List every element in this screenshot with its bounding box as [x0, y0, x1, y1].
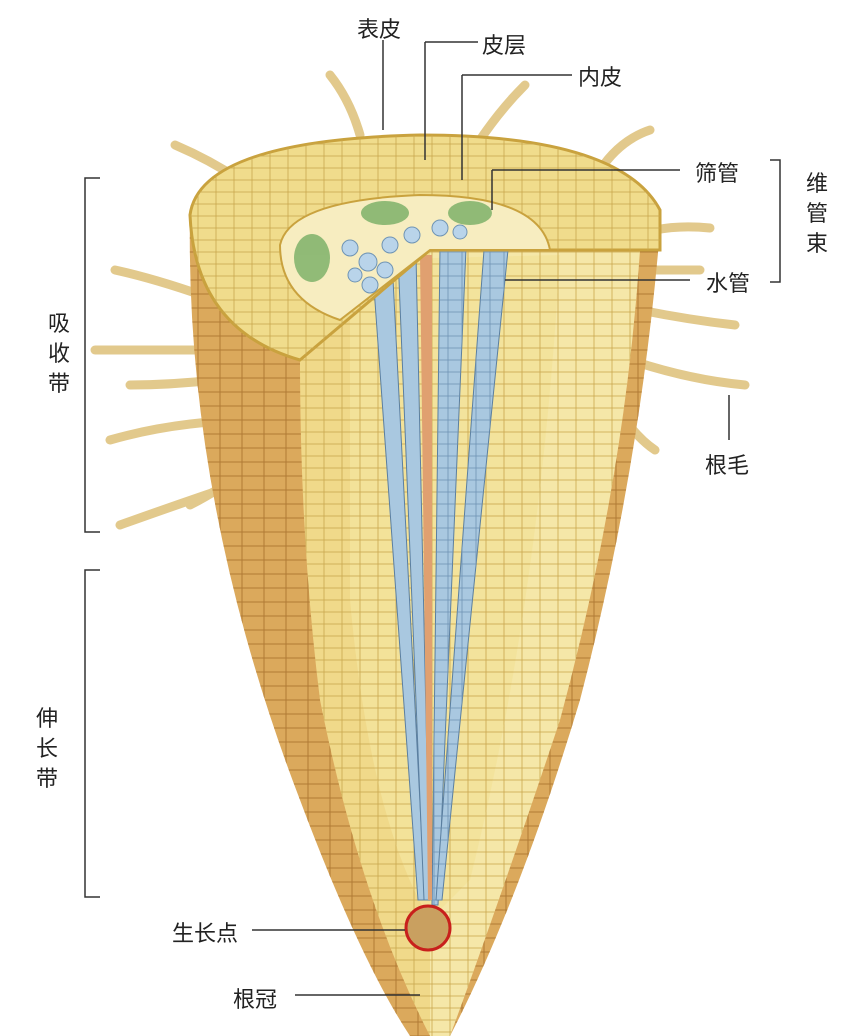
leader-lines — [84, 40, 781, 996]
label-vessel: 水管 — [706, 272, 751, 297]
growing-point-marker — [404, 904, 452, 952]
label-absorption-zone: 吸收带 — [47, 312, 70, 397]
vascular-cylinder — [278, 193, 552, 322]
xylem-top — [341, 219, 468, 294]
label-sieve-tube: 筛管 — [695, 162, 740, 187]
label-cortex: 皮层 — [482, 34, 527, 59]
label-root-cap: 根冠 — [233, 988, 278, 1013]
vessels — [371, 247, 509, 906]
label-epidermis: 表皮 — [357, 18, 402, 43]
phloem — [294, 201, 492, 282]
label-vascular-bundle: 维管束 — [805, 172, 828, 257]
label-endodermis: 内皮 — [578, 66, 623, 91]
label-growing-point: 生长点 — [172, 922, 239, 947]
label-root-hair: 根毛 — [705, 454, 750, 479]
label-elongation-zone: 伸长带 — [35, 707, 58, 792]
